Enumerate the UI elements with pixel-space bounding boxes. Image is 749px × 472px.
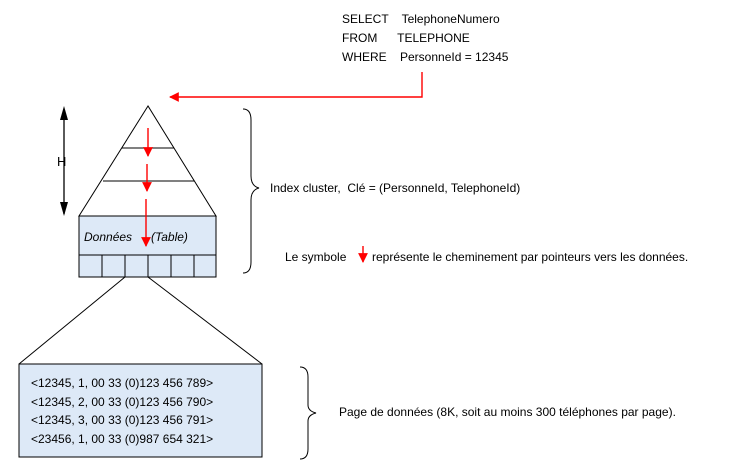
height-arrow-bottom-head [60,202,68,216]
page-brace [299,366,317,460]
sql-from-line: FROM TELEPHONE [342,31,470,45]
page-row-2: <12345, 2, 00 33 (0)123 456 790> [31,395,214,409]
page-row-1: <12345, 1, 00 33 (0)123 456 789> [31,376,214,390]
height-arrow-top-head [60,106,68,120]
page-row-3: <12345, 3, 00 33 (0)123 456 791> [31,413,214,427]
zoom-line-right [147,276,263,365]
data-page-caption: Page de données (8K, soit au moins 300 t… [339,405,676,419]
legend-symbol-prefix: Le symbole [285,250,347,264]
sql-where-line: WHERE PersonneId = 12345 [342,50,509,64]
data-page-cells [101,255,195,277]
sql-select-line: SELECT TelephoneNumero [342,12,500,26]
page-row-4: <23456, 1, 00 33 (0)987 654 321> [31,432,214,446]
query-pointer-arrow [169,72,423,102]
index-brace [242,108,260,274]
zoom-line-left [18,276,126,365]
height-label: H [57,154,67,169]
data-label-table: (Table) [151,230,188,244]
index-cluster-caption: Index cluster, Clé = (PersonneId, Teleph… [270,181,521,195]
index-tree-triangle [78,105,217,217]
data-page-box [18,363,263,458]
data-label-donnees: Données [84,230,133,244]
legend-symbol-suffix: représente le cheminement par pointeurs … [372,250,689,264]
